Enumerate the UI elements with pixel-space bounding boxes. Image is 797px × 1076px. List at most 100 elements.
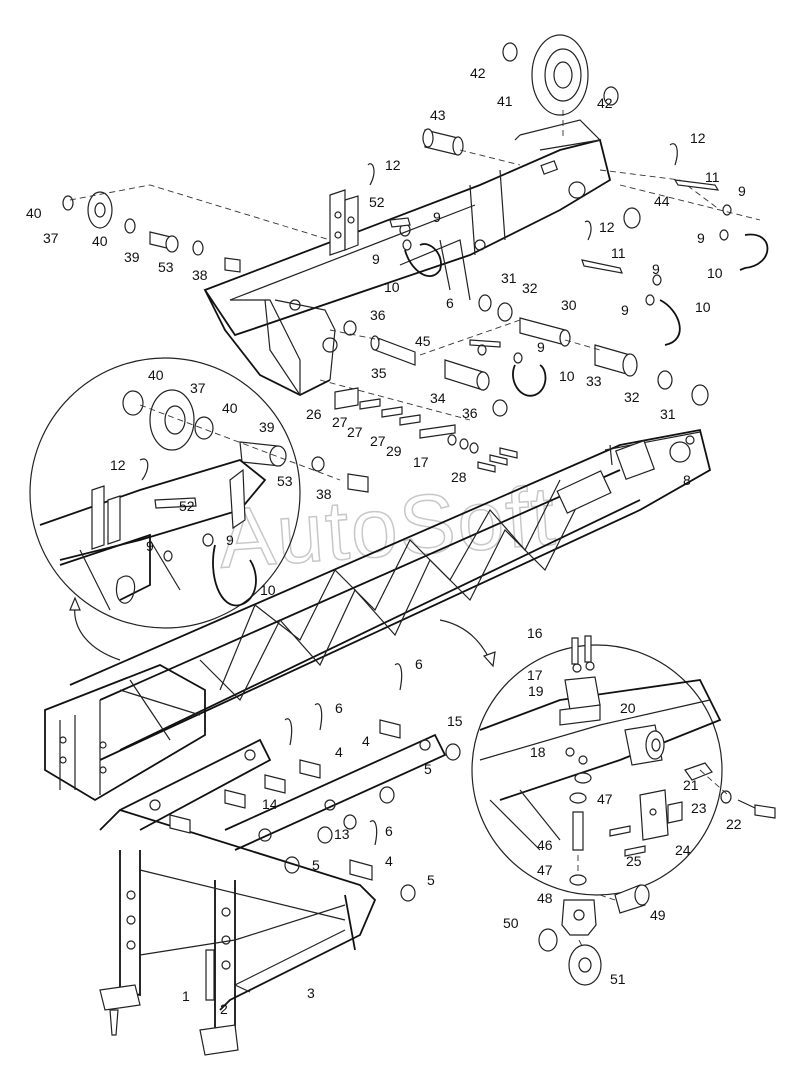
part-callout-10: 10 <box>384 279 400 295</box>
part-callout-4: 4 <box>385 853 393 869</box>
part-callout-18: 18 <box>530 744 546 760</box>
part-callout-48: 48 <box>537 890 553 906</box>
part-callout-44: 44 <box>654 193 670 209</box>
shaft-stack <box>343 294 709 417</box>
part-callout-9: 9 <box>738 183 746 199</box>
part-callout-40: 40 <box>92 233 108 249</box>
part-callout-28: 28 <box>451 469 467 485</box>
part-callout-40: 40 <box>222 400 238 416</box>
part-callout-10: 10 <box>260 582 276 598</box>
part-callout-33: 33 <box>586 373 602 389</box>
part-callout-12: 12 <box>385 157 401 173</box>
part-callout-6: 6 <box>335 700 343 716</box>
part-callout-49: 49 <box>650 907 666 923</box>
part-callout-5: 5 <box>427 872 435 888</box>
part-callout-10: 10 <box>707 265 723 281</box>
part-callout-24: 24 <box>675 842 691 858</box>
part-callout-52: 52 <box>179 498 195 514</box>
part-callout-27: 27 <box>370 433 386 449</box>
part-callout-41: 41 <box>497 93 513 109</box>
part-callout-11: 11 <box>705 169 720 185</box>
part-callout-4: 4 <box>335 744 343 760</box>
part-callout-25: 25 <box>626 853 642 869</box>
part-callout-4: 4 <box>362 733 370 749</box>
part-callout-5: 5 <box>312 857 320 873</box>
part-callout-27: 27 <box>332 414 348 430</box>
detail-arrow-right <box>439 619 491 661</box>
part-callout-40: 40 <box>148 367 164 383</box>
part-callout-9: 9 <box>372 251 380 267</box>
part-callout-10: 10 <box>695 299 711 315</box>
part-callout-47: 47 <box>597 791 613 807</box>
pulley-41 <box>502 34 619 116</box>
part-callout-43: 43 <box>430 107 446 123</box>
part-callout-9: 9 <box>652 261 660 277</box>
part-callout-19: 19 <box>528 683 544 699</box>
lower-aframe-assembly <box>99 663 461 1056</box>
part-callout-31: 31 <box>660 406 676 422</box>
part-callout-2: 2 <box>220 1001 228 1017</box>
part-callout-9: 9 <box>697 230 705 246</box>
shims-and-bolts <box>334 387 518 473</box>
part-callout-31: 31 <box>501 270 517 286</box>
part-callout-32: 32 <box>522 280 538 296</box>
sleeve-43 <box>422 128 464 156</box>
part-callout-15: 15 <box>447 713 463 729</box>
part-callout-12: 12 <box>110 457 126 473</box>
part-callout-12: 12 <box>690 130 706 146</box>
part-callout-6: 6 <box>446 295 454 311</box>
part-callout-36: 36 <box>370 307 386 323</box>
part-callout-20: 20 <box>620 700 636 716</box>
part-callout-9: 9 <box>433 209 441 225</box>
lynch-pins-upper <box>367 143 769 346</box>
part-callout-8: 8 <box>683 472 691 488</box>
part-callout-38: 38 <box>192 267 208 283</box>
part-callout-53: 53 <box>277 473 293 489</box>
part-callout-36: 36 <box>462 405 478 421</box>
part-callout-12: 12 <box>599 219 615 235</box>
detail-arrow-left <box>74 604 121 661</box>
main-truss-boom <box>44 428 712 802</box>
part-callout-52: 52 <box>369 194 385 210</box>
part-callout-40: 40 <box>26 205 42 221</box>
part-callout-51: 51 <box>610 971 626 987</box>
detail-circle-upper-left <box>29 357 369 629</box>
part-callout-9: 9 <box>146 538 154 554</box>
part-callout-39: 39 <box>259 419 275 435</box>
part-callout-37: 37 <box>190 380 206 396</box>
part-callout-14: 14 <box>262 796 278 812</box>
part-callout-6: 6 <box>385 823 393 839</box>
part-callout-47: 47 <box>537 862 553 878</box>
part-callout-42: 42 <box>597 95 613 111</box>
part-callout-9: 9 <box>621 302 629 318</box>
part-callout-5: 5 <box>424 761 432 777</box>
part-callout-11: 11 <box>611 245 626 261</box>
part-callout-32: 32 <box>624 389 640 405</box>
part-callout-37: 37 <box>43 230 59 246</box>
part-callout-13: 13 <box>334 826 350 842</box>
part-callout-27: 27 <box>347 424 363 440</box>
part-callout-9: 9 <box>537 339 545 355</box>
part-callout-22: 22 <box>726 816 742 832</box>
part-callout-50: 50 <box>503 915 519 931</box>
part-callout-1: 1 <box>182 988 190 1004</box>
part-callout-21: 21 <box>683 777 699 793</box>
detail-circle-lower-right <box>471 635 776 986</box>
part-callout-3: 3 <box>307 985 315 1001</box>
part-callout-46: 46 <box>537 837 553 853</box>
part-callout-30: 30 <box>561 297 577 313</box>
part-callout-6: 6 <box>415 656 423 672</box>
part-callout-35: 35 <box>371 365 387 381</box>
part-callout-45: 45 <box>415 333 431 349</box>
part-callout-9: 9 <box>226 532 234 548</box>
part-callout-26: 26 <box>306 406 322 422</box>
part-callout-39: 39 <box>124 249 140 265</box>
part-callout-17: 17 <box>413 454 429 470</box>
part-callout-23: 23 <box>691 800 707 816</box>
upper-frame-assembly <box>203 119 612 397</box>
pulley-37-stack <box>62 191 241 273</box>
part-callout-38: 38 <box>316 486 332 502</box>
